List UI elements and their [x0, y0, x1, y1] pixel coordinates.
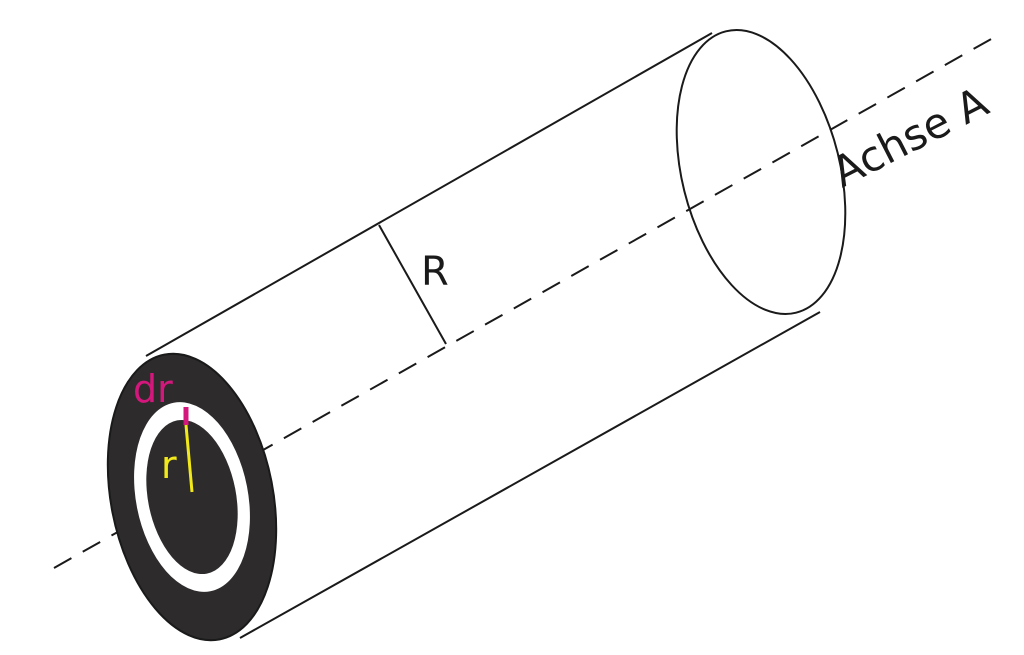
- cylinder-bottom-edge: [239, 311, 821, 639]
- inner-radius-label: r: [161, 443, 177, 487]
- radius-R-line: [378, 224, 447, 345]
- r-marker: [184, 424, 194, 493]
- far-end-ellipse: [675, 29, 847, 315]
- axis-label: Achse A: [824, 77, 996, 197]
- cylinder-top-edge: [145, 32, 713, 357]
- shell-thickness-label: dr: [133, 367, 173, 411]
- outer-radius-label: R: [421, 249, 449, 295]
- inner-core: [146, 419, 238, 575]
